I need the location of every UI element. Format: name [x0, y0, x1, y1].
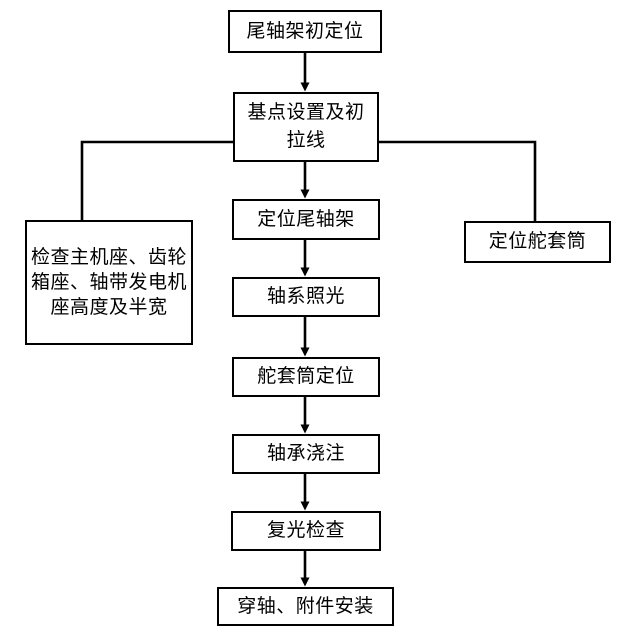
node-start[interactable]: 尾轴架初定位 — [228, 10, 382, 53]
edge-baseline-to-check — [80, 140, 233, 220]
node-recheck-optical-label: 复光检查 — [266, 520, 345, 542]
node-position-stern-bracket[interactable]: 定位尾轴架 — [232, 199, 380, 240]
node-bearing-casting[interactable]: 轴承浇注 — [232, 434, 380, 474]
node-shaft-and-accessory-install-label: 穿轴、附件安装 — [237, 595, 374, 617]
node-position-rudder-sleeve-label: 定位舵套筒 — [488, 231, 587, 253]
node-shafting-optical-alignment-label: 轴系照光 — [266, 286, 345, 308]
node-bearing-casting-label: 轴承浇注 — [266, 443, 345, 465]
node-baseline-setup-label: 基点设置及初 拉线 — [247, 102, 365, 151]
node-recheck-optical[interactable]: 复光检查 — [231, 511, 381, 551]
node-position-rudder-sleeve[interactable]: 定位舵套筒 — [464, 221, 611, 263]
node-rudder-sleeve-positioning[interactable]: 舵套筒定位 — [232, 357, 380, 397]
node-rudder-sleeve-positioning-label: 舵套筒定位 — [257, 366, 355, 388]
node-shafting-optical-alignment[interactable]: 轴系照光 — [232, 277, 380, 317]
node-start-label: 尾轴架初定位 — [246, 20, 364, 42]
node-check-seat-heights-label: 检查主机座、齿轮箱座、轴带发电机座高度及半宽 — [31, 246, 188, 319]
edge-baseline-to-rudder — [379, 140, 537, 221]
node-check-seat-heights[interactable]: 检查主机座、齿轮箱座、轴带发电机座高度及半宽 — [25, 220, 193, 345]
node-position-stern-bracket-label: 定位尾轴架 — [257, 208, 355, 230]
node-baseline-setup[interactable]: 基点设置及初 拉线 — [233, 92, 379, 162]
node-shaft-and-accessory-install[interactable]: 穿轴、附件安装 — [217, 587, 394, 626]
